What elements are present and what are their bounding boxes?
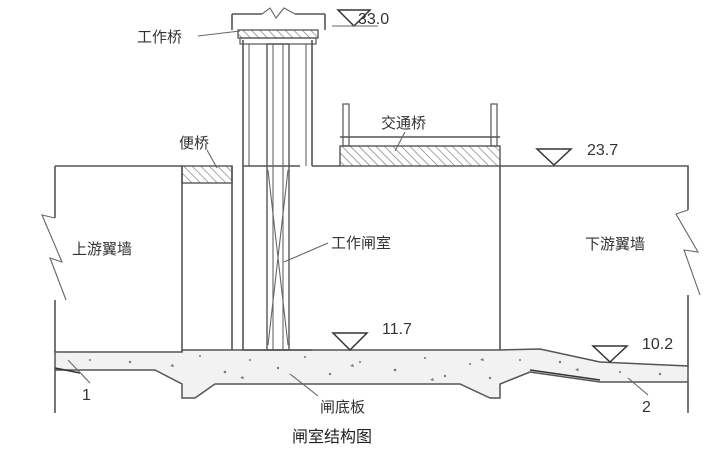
label-downstream-wing-wall: 下游翼墙 xyxy=(585,235,645,253)
floor-slab-leader xyxy=(289,373,319,397)
downstream-joint xyxy=(529,369,601,381)
concrete-speckles xyxy=(89,355,662,381)
gate-chamber-leader xyxy=(283,242,329,263)
label-service-bridge: 便桥 xyxy=(179,134,209,152)
label-elevation-top: 33.0 xyxy=(358,11,389,28)
marker-2-leader xyxy=(627,377,649,396)
label-elevation-deck: 23.7 xyxy=(587,142,618,159)
service-bridge-leader xyxy=(206,149,218,169)
elevation-marker-top xyxy=(332,9,378,28)
elevation-marker-floor xyxy=(331,332,369,352)
upstream-wing-wall xyxy=(54,165,183,413)
label-elevation-downstream: 10.2 xyxy=(642,336,673,353)
downstream-break-line xyxy=(675,209,701,296)
floor-slab xyxy=(54,348,689,399)
upstream-joint xyxy=(54,367,81,374)
elevation-marker-downstream xyxy=(591,345,629,364)
service-bridge-deck xyxy=(181,165,233,184)
label-upstream-wing-wall: 上游翼墙 xyxy=(72,240,132,258)
elevation-marker-deck xyxy=(535,148,573,167)
work-bridge xyxy=(231,7,326,45)
label-marker-2: 2 xyxy=(642,399,651,416)
gate-slot xyxy=(266,43,290,351)
label-elevation-floor: 11.7 xyxy=(382,321,412,338)
traffic-bridge-leader xyxy=(394,131,406,152)
label-floor-slab: 闸底板 xyxy=(320,398,365,416)
label-gate-chamber: 工作闸室 xyxy=(331,234,391,252)
label-traffic-bridge: 交通桥 xyxy=(381,114,426,132)
work-bridge-leader xyxy=(197,30,241,37)
upstream-break-line xyxy=(41,214,67,301)
label-work-bridge: 工作桥 xyxy=(137,28,182,46)
label-marker-1: 1 xyxy=(82,387,91,404)
figure-caption: 闸室结构图 xyxy=(292,427,372,446)
traffic-bridge xyxy=(339,103,501,167)
downstream-wing-wall xyxy=(499,165,689,413)
marker-1-leader xyxy=(67,359,91,384)
